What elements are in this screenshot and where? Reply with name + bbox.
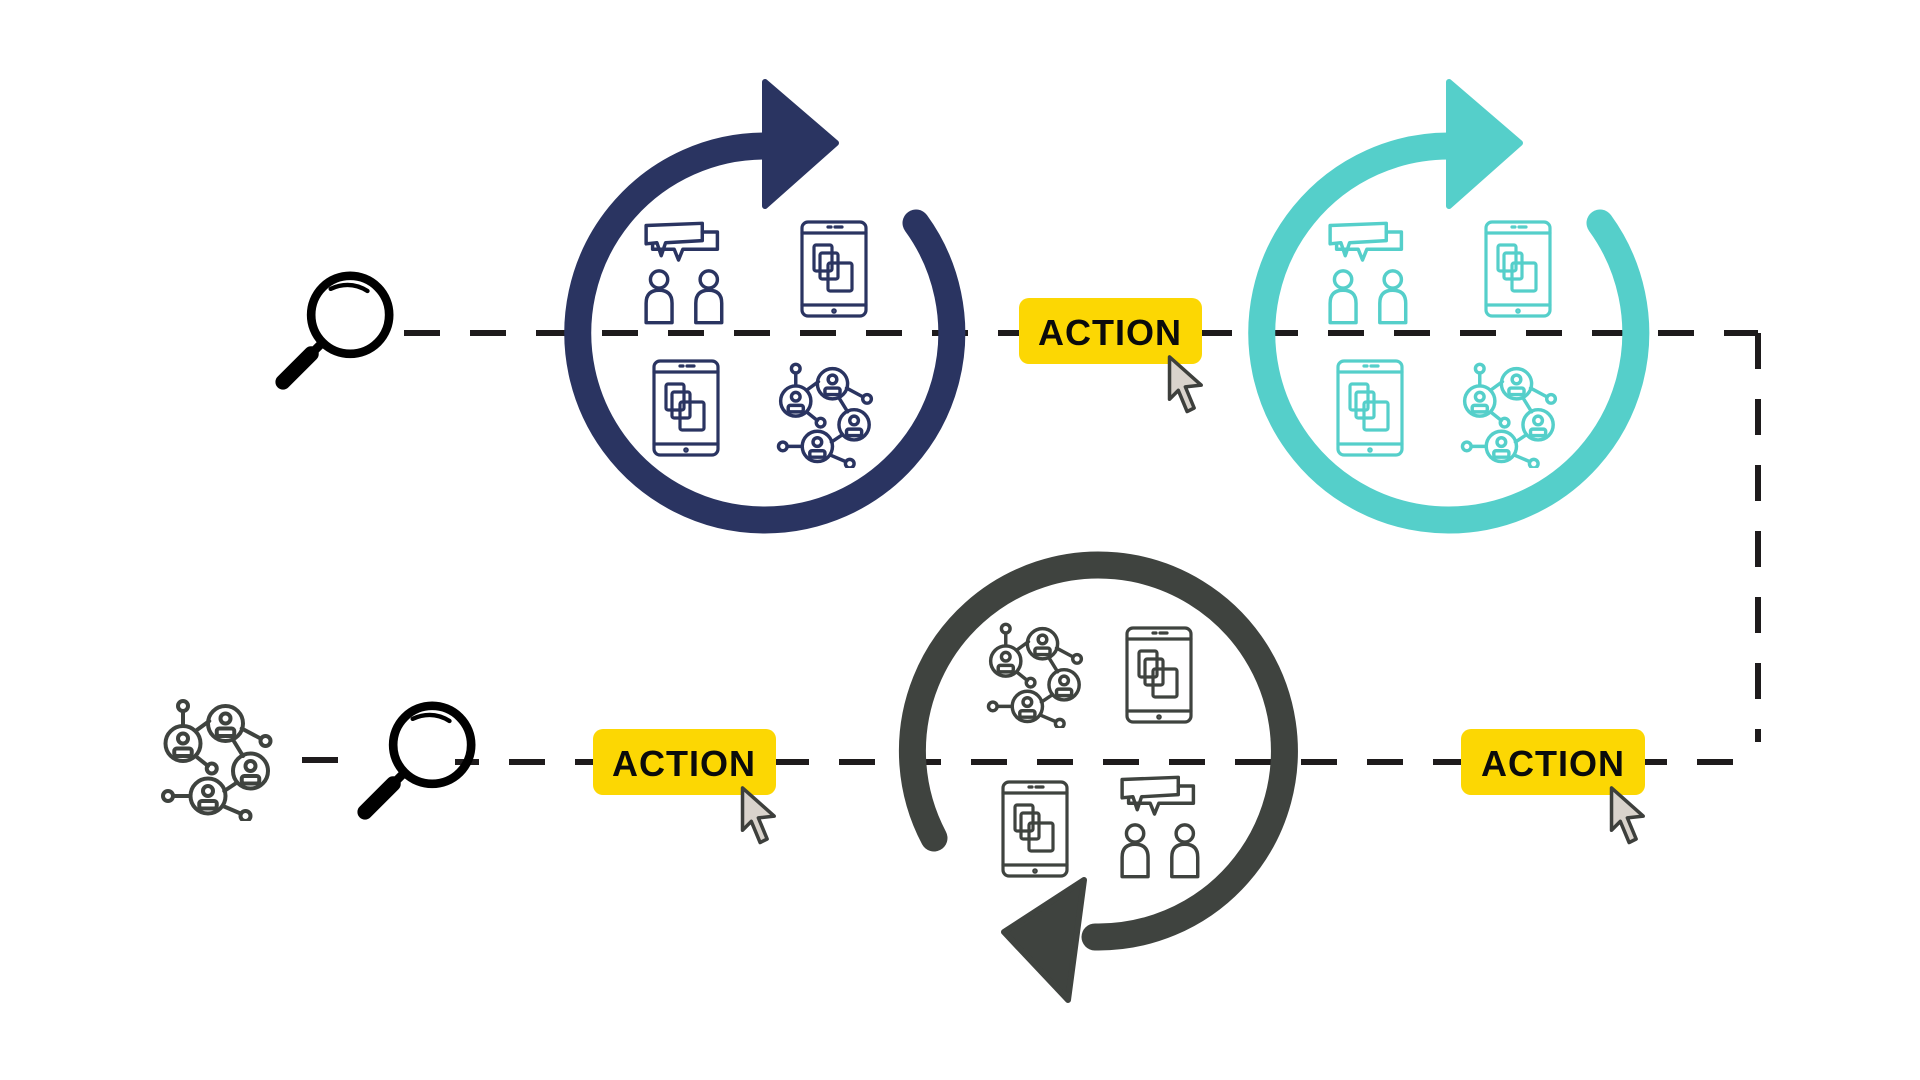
network-icon [986,622,1084,728]
phone-icon [800,220,868,318]
people-chat-icon [1328,221,1408,325]
loop-3 [898,551,1298,1003]
network-icon [1460,362,1558,468]
action-button-2[interactable]: ACTION [593,729,776,845]
phone-icon [1001,780,1069,878]
cursor-icon [740,786,776,845]
magnifier-icon [283,276,389,382]
loop-2 [1248,79,1650,534]
loop-1 [564,79,966,534]
phone-icon [1336,359,1404,457]
loop-arrow-icon [564,79,966,534]
action-button-3[interactable]: ACTION [1461,729,1645,845]
action-label: ACTION [612,743,756,784]
phone-icon [1484,220,1552,318]
phone-icon [652,359,720,457]
loop-arrow-icon [1248,79,1650,534]
people-chat-icon [1120,775,1200,879]
magnifier-icon [365,706,471,812]
action-button-1[interactable]: ACTION [1019,298,1203,414]
network-icon [776,362,874,468]
action-label: ACTION [1481,743,1625,784]
loop-arrow-icon [898,551,1298,1003]
network-icon [161,699,273,821]
people-chat-icon [644,221,724,325]
cursor-icon [1609,786,1645,845]
action-label: ACTION [1038,312,1182,353]
phone-icon [1125,626,1193,724]
cursor-icon [1167,355,1203,414]
